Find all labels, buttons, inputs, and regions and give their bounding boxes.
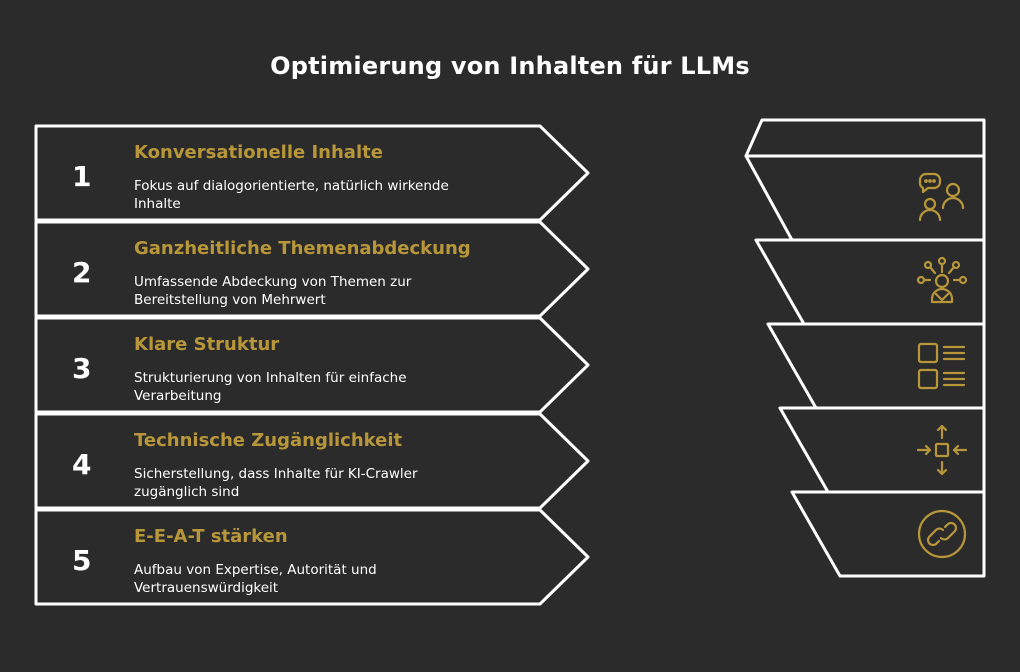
step-title: Konversationelle Inhalte <box>134 142 383 163</box>
step-number: 5 <box>72 544 92 577</box>
step-3-block <box>34 316 590 414</box>
step-1: 1 Konversationelle Inhalte Fokus auf dia… <box>34 126 594 222</box>
step-description: Sicherstellung, dass Inhalte für KI-Craw… <box>134 466 418 500</box>
step-5-block <box>34 508 590 606</box>
step-title: E-E-A-T stärken <box>134 526 288 547</box>
network-person-icon <box>916 256 968 304</box>
diagram-title: Optimierung von Inhalten für LLMs <box>270 52 750 80</box>
step-title: Ganzheitliche Themenabdeckung <box>134 238 471 259</box>
step-3: 3 Klare Struktur Strukturierung von Inha… <box>34 318 594 414</box>
step-title: Technische Zugänglichkeit <box>134 430 403 451</box>
arrows-inward-icon <box>916 424 968 476</box>
step-5: 5 E-E-A-T stärken Aufbau von Expertise, … <box>34 510 594 606</box>
step-2: 2 Ganzheitliche Themenabdeckung Umfassen… <box>34 222 594 318</box>
chat-people-icon <box>918 172 965 222</box>
structured-list-icon <box>917 342 966 390</box>
step-number: 2 <box>72 256 92 289</box>
right-panel-5 <box>790 490 986 578</box>
step-description: Aufbau von Expertise, Autorität und Vert… <box>134 562 377 596</box>
step-number: 1 <box>72 160 92 193</box>
step-description: Strukturierung von Inhalten für einfache… <box>134 370 407 404</box>
step-title: Klare Struktur <box>134 334 280 355</box>
step-description: Umfassende Abdeckung von Themen zur Bere… <box>134 274 412 308</box>
step-4-block <box>34 412 590 510</box>
step-description: Fokus auf dialogorientierte, natürlich w… <box>134 178 449 212</box>
right-top-cap <box>744 118 986 158</box>
step-number: 3 <box>72 352 92 385</box>
step-4: 4 Technische Zugänglichkeit Sicherstellu… <box>34 414 594 510</box>
step-1-block <box>34 124 590 222</box>
trust-link-icon <box>917 509 967 559</box>
step-number: 4 <box>72 448 92 481</box>
step-2-block <box>34 220 590 318</box>
